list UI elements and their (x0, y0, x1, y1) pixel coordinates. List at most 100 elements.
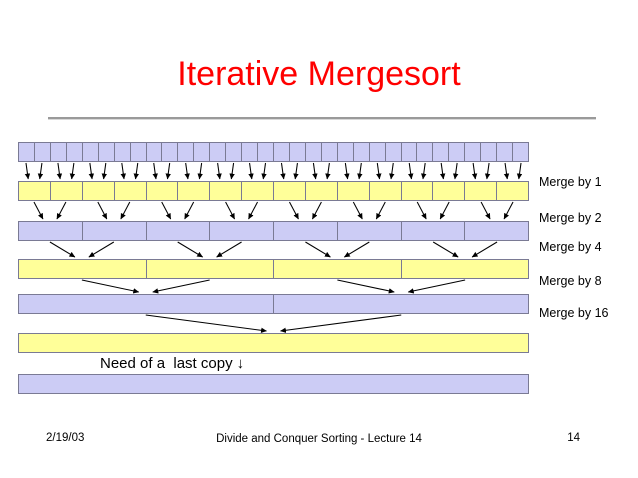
merge-arrow (439, 162, 446, 180)
array-cell (305, 182, 338, 200)
merge-arrow (37, 162, 44, 180)
array-cell (337, 222, 402, 240)
merge-arrow (120, 162, 126, 180)
array-cell (114, 143, 131, 161)
bar-row (18, 294, 529, 314)
merge-arrow (452, 162, 459, 180)
merge-arrow (248, 162, 254, 180)
array-cell (19, 182, 51, 200)
array-cell (82, 222, 147, 240)
array-cell (369, 182, 402, 200)
merge-label: Merge by 16 (539, 306, 609, 320)
array-cell (274, 182, 306, 200)
merge-arrow (161, 201, 172, 220)
down-arrow-icon: ↓ (236, 355, 245, 372)
merge-arrow (407, 279, 466, 294)
array-cell (465, 222, 528, 240)
footer-title: Divide and Conquer Sorting - Lecture 14 (216, 433, 422, 445)
last-copy-note-text: Need of a last copy (100, 355, 233, 372)
array-cell (274, 260, 402, 278)
array-cell (497, 143, 514, 161)
array-cell (433, 182, 466, 200)
array-cell (210, 143, 227, 161)
merge-label: Merge by 1 (539, 175, 602, 189)
merge-arrow (305, 241, 331, 258)
array-cell (337, 143, 354, 161)
merge-arrow (229, 162, 235, 180)
array-cell (178, 182, 211, 200)
merge-arrow (312, 162, 318, 180)
merge-arrow (56, 162, 63, 180)
merge-arrow (145, 314, 267, 333)
array-cell (274, 295, 528, 313)
page-title: Iterative Mergesort (177, 55, 461, 93)
array-cell (401, 260, 528, 278)
merge-arrow (421, 162, 427, 180)
merge-arrow (280, 162, 286, 180)
merge-arrow (311, 201, 322, 220)
merge-arrow (133, 162, 139, 180)
array-cell (401, 182, 434, 200)
array-cell (401, 143, 418, 161)
footer-page-number: 14 (567, 432, 580, 444)
array-cell (162, 143, 179, 161)
array-cell (385, 143, 402, 161)
array-cell (289, 143, 306, 161)
merge-arrow (432, 241, 459, 258)
array-cell (194, 143, 211, 161)
array-cell (465, 182, 498, 200)
array-cell (19, 334, 528, 352)
array-cell (82, 182, 115, 200)
array-cell (19, 222, 83, 240)
merge-arrow (88, 241, 115, 258)
merge-arrow (344, 162, 350, 180)
merge-label: Merge by 2 (539, 211, 602, 225)
merge-arrow (357, 162, 363, 180)
array-cell (513, 143, 528, 161)
merge-arrow (69, 162, 76, 180)
last-copy-note: Need of a last copy↓ (100, 354, 244, 373)
merge-arrow (101, 162, 108, 180)
merge-arrow (248, 201, 258, 220)
array-cell (481, 143, 498, 161)
array-cell (146, 143, 163, 161)
merge-arrow (216, 241, 242, 258)
array-cell (66, 143, 83, 161)
merge-arrow (471, 162, 478, 180)
merge-arrow (24, 162, 31, 180)
array-cell (210, 222, 274, 240)
array-cell (449, 143, 466, 161)
array-cell (146, 182, 179, 200)
array-cell (19, 143, 35, 161)
array-cell (401, 222, 466, 240)
title-divider (48, 117, 596, 120)
array-cell (258, 143, 274, 161)
merge-arrow (56, 201, 67, 220)
merge-arrow (280, 314, 402, 333)
merge-arrow (503, 162, 510, 180)
merge-arrow (293, 162, 299, 180)
array-cell (242, 182, 274, 200)
array-cell (82, 143, 99, 161)
merge-arrow (389, 162, 395, 180)
bar-row (18, 181, 529, 201)
merge-arrow (439, 201, 450, 220)
array-cell (226, 143, 243, 161)
array-cell (50, 143, 67, 161)
array-cell (321, 143, 338, 161)
array-cell (19, 295, 274, 313)
array-cell (242, 143, 259, 161)
merge-arrow (480, 201, 491, 220)
array-cell (337, 182, 370, 200)
merge-arrow (337, 279, 395, 294)
merge-arrow (376, 162, 382, 180)
merge-arrow (471, 241, 498, 258)
array-cell (433, 143, 450, 161)
array-cell (369, 143, 386, 161)
array-cell (465, 143, 482, 161)
merge-label: Merge by 8 (539, 274, 602, 288)
merge-arrow (289, 201, 299, 220)
slide-footer: 2/19/03 Divide and Conquer Sorting - Lec… (0, 432, 638, 472)
array-cell (146, 260, 274, 278)
